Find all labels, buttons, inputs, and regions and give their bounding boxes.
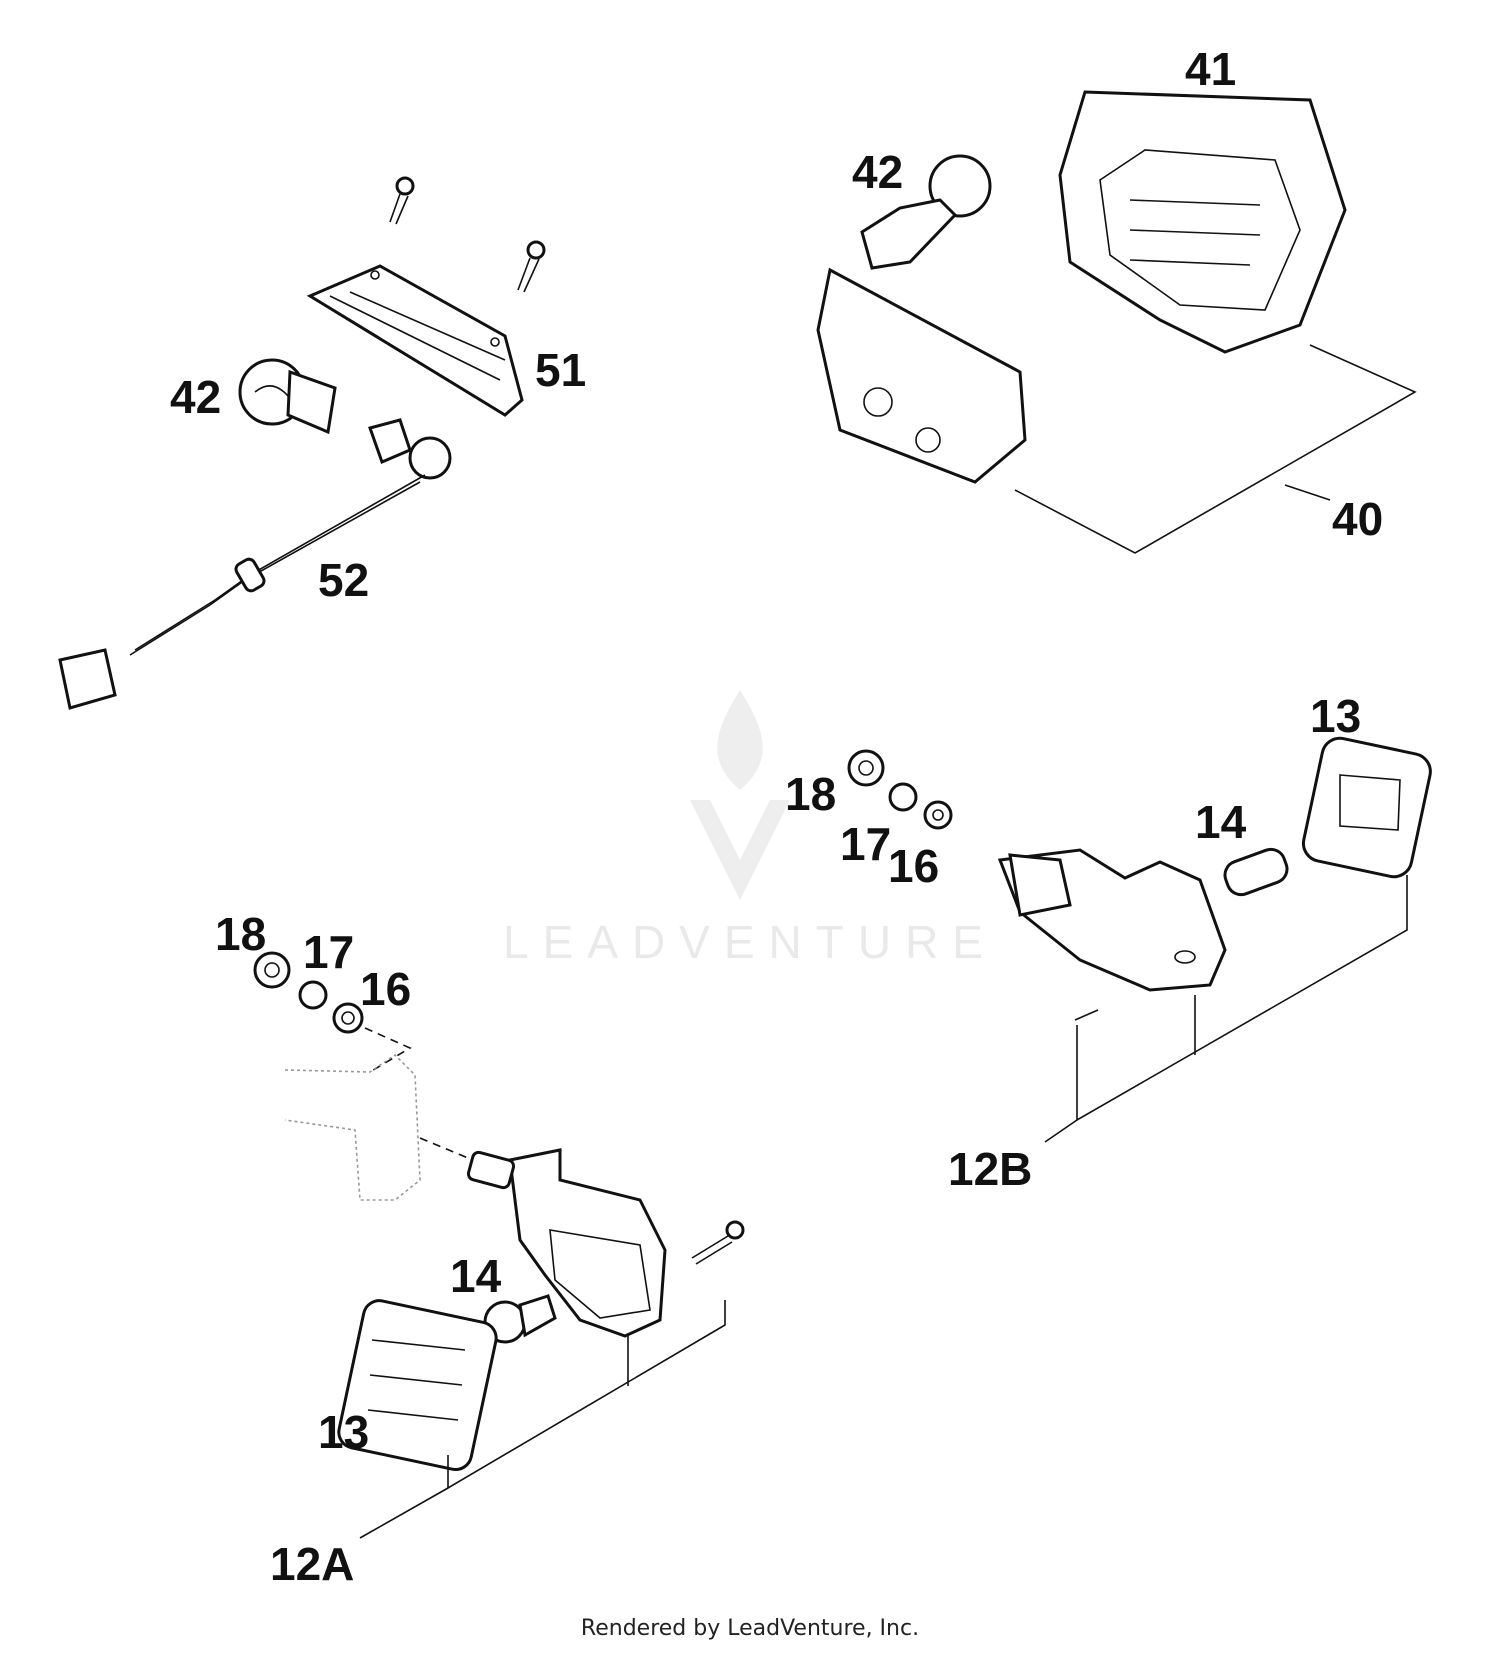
watermark: LEADVENTURE xyxy=(503,690,997,968)
callout-42-top: 42 xyxy=(852,146,903,198)
watermark-text: LEADVENTURE xyxy=(503,916,997,968)
watermark-v-logo xyxy=(690,800,790,900)
bulb-top xyxy=(860,154,992,270)
assembly-12b-leader xyxy=(1044,875,1408,1143)
tail-light-housing xyxy=(1058,90,1347,354)
screw-12a xyxy=(691,1220,745,1265)
turn-signal-12a-body xyxy=(466,1148,667,1338)
callout-16-left: 16 xyxy=(360,963,411,1015)
callout-40: 40 xyxy=(1332,493,1383,545)
socket-harness xyxy=(58,418,452,710)
bulb-left xyxy=(238,358,337,435)
washers-12b xyxy=(847,749,953,830)
callout-52: 52 xyxy=(318,554,369,606)
callout-18-left: 18 xyxy=(215,908,266,960)
bulb-holder-plate xyxy=(816,267,1027,484)
turn-signal-12a-lens xyxy=(337,1299,498,1472)
callout-51: 51 xyxy=(535,344,586,396)
callout-14-left: 14 xyxy=(450,1250,502,1302)
callout-18-right: 18 xyxy=(785,768,836,820)
callout-16-right: 16 xyxy=(888,840,939,892)
callout-17-right: 17 xyxy=(840,818,891,870)
callout-12a: 12A xyxy=(270,1538,354,1590)
callout-41: 41 xyxy=(1185,43,1236,95)
callout-12b: 12B xyxy=(948,1143,1032,1195)
screw-top-left xyxy=(389,176,415,225)
washers-12a xyxy=(253,951,412,1073)
mount-bracket-phantom xyxy=(284,1053,469,1201)
license-light-lens xyxy=(306,264,524,417)
watermark-flame-logo xyxy=(717,690,763,790)
footer-credit: Rendered by LeadVenture, Inc. xyxy=(580,1616,920,1641)
turn-signal-12b-body xyxy=(997,848,1227,992)
callout-42-left: 42 xyxy=(170,371,221,423)
screw-top-middle xyxy=(517,240,546,293)
callout-17-left: 17 xyxy=(303,926,354,978)
callout-13-left: 13 xyxy=(318,1406,369,1458)
callout-13-right: 13 xyxy=(1310,690,1361,742)
assembly-12a-leader xyxy=(359,1300,726,1539)
callout-14-right: 14 xyxy=(1195,796,1247,848)
assembly-40-leader xyxy=(1014,344,1417,554)
turn-signal-12b-bulb xyxy=(1223,847,1289,897)
turn-signal-12b-lens xyxy=(1301,736,1432,879)
